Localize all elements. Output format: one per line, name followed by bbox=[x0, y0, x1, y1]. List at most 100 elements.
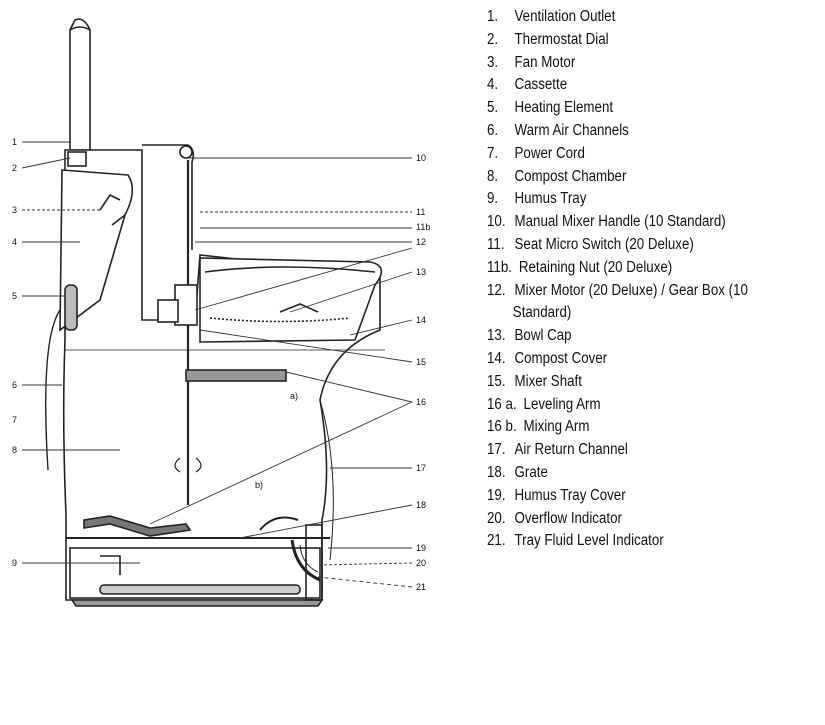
legend-item: 18. Grate bbox=[487, 462, 822, 485]
callout-14: 14 bbox=[416, 315, 426, 325]
legend-item-continuation: Standard) bbox=[487, 302, 825, 325]
legend-label: Air Return Channel bbox=[514, 441, 628, 459]
callout-7: 7 bbox=[12, 415, 17, 425]
legend-label: Cassette bbox=[514, 76, 568, 94]
legend-number: 1. bbox=[487, 8, 499, 25]
legend-item: 9. Humus Tray bbox=[487, 188, 822, 211]
legend-label: Tray Fluid Level Indicator bbox=[514, 532, 664, 550]
legend-number: 11b. bbox=[487, 258, 512, 276]
legend-item: 11. Seat Micro Switch (20 Deluxe) bbox=[487, 234, 822, 257]
legend-label: Heating Element bbox=[514, 99, 614, 117]
legend-item: 21. Tray Fluid Level Indicator bbox=[487, 530, 822, 553]
legend-number: 16 b. bbox=[487, 418, 517, 436]
legend-item: 14. Compost Cover bbox=[487, 348, 822, 371]
callout-10: 10 bbox=[416, 153, 426, 163]
legend-number: 2. bbox=[487, 30, 499, 48]
legend-number: 3. bbox=[487, 53, 499, 71]
callout-15: 15 bbox=[416, 357, 426, 367]
legend-label: Thermostat Dial bbox=[514, 30, 609, 48]
legend-item: 19. Humus Tray Cover bbox=[487, 485, 822, 508]
legend-label: Humus Tray bbox=[514, 190, 587, 208]
callout-6: 6 bbox=[12, 380, 17, 390]
legend-number: 19. bbox=[487, 486, 506, 504]
legend-label: Compost Chamber bbox=[514, 167, 627, 185]
legend-item: 11b. Retaining Nut (20 Deluxe) bbox=[487, 257, 822, 280]
legend-number: 18. bbox=[487, 463, 506, 481]
legend-item: 4. Cassette bbox=[487, 74, 822, 97]
legend-number: 12. bbox=[487, 281, 506, 299]
legend-label: Compost Cover bbox=[514, 349, 608, 367]
legend-item: 7. Power Cord bbox=[487, 143, 822, 166]
callout-9: 9 bbox=[12, 558, 17, 568]
legend-number: 17. bbox=[487, 441, 506, 459]
callout-b: b) bbox=[255, 480, 263, 490]
callout-5: 5 bbox=[12, 291, 17, 301]
legend-number: 13. bbox=[487, 327, 506, 345]
toilet-cross-section-diagram: 1 2 3 4 5 6 7 8 9 10 11 11b 12 13 14 15 … bbox=[12, 18, 430, 607]
legend-number: 11. bbox=[487, 235, 505, 253]
legend-item: 5. Heating Element bbox=[487, 97, 822, 120]
callout-13: 13 bbox=[416, 267, 426, 277]
legend-label: Mixer Shaft bbox=[514, 372, 582, 390]
callout-16: 16 bbox=[416, 397, 426, 407]
legend-label: Manual Mixer Handle (10 Standard) bbox=[514, 213, 726, 231]
legend-item: 3. Fan Motor bbox=[487, 52, 822, 75]
legend-item: 12. Mixer Motor (20 Deluxe) / Gear Box (1… bbox=[487, 280, 822, 303]
compost-cover bbox=[199, 257, 383, 343]
callout-21: 21 bbox=[416, 582, 426, 592]
callout-19: 19 bbox=[416, 543, 426, 553]
legend-label: Bowl Cap bbox=[514, 327, 572, 345]
legend-number: 4. bbox=[487, 76, 499, 94]
legend-number: 5. bbox=[487, 99, 499, 117]
legend-item: 13. Bowl Cap bbox=[487, 325, 822, 348]
legend-label: Warm Air Channels bbox=[514, 121, 629, 139]
legend-number: 8. bbox=[487, 167, 499, 185]
legend-number: 7. bbox=[487, 144, 499, 162]
callout-8: 8 bbox=[12, 445, 17, 455]
legend-item: 16 a.Leveling Arm bbox=[487, 394, 822, 417]
legend-label: Fan Motor bbox=[514, 53, 576, 71]
legend-label: Power Cord bbox=[514, 144, 585, 162]
legend-label: Retaining Nut (20 Deluxe) bbox=[518, 258, 673, 276]
legend-label: Seat Micro Switch (20 Deluxe) bbox=[514, 235, 694, 253]
callout-18: 18 bbox=[416, 500, 426, 510]
legend-item: 6.Warm Air Channels bbox=[487, 120, 822, 143]
callout-20: 20 bbox=[416, 558, 426, 568]
callout-3: 3 bbox=[12, 205, 17, 215]
ventilation-pipe bbox=[69, 18, 91, 151]
air-return-channel bbox=[319, 399, 334, 561]
legend-item: 2. Thermostat Dial bbox=[487, 29, 822, 52]
callout-11: 11 bbox=[416, 207, 425, 217]
legend-number: 21. bbox=[487, 532, 506, 550]
parts-legend: 1. Ventilation Outlet 2. Thermostat Dial 3. F… bbox=[487, 6, 822, 553]
callout-4: 4 bbox=[12, 237, 17, 247]
legend-item: 10. Manual Mixer Handle (10 Standard) bbox=[487, 211, 822, 234]
legend-item: 20. Overflow Indicator bbox=[487, 508, 822, 531]
legend-item: 1. Ventilation Outlet bbox=[487, 6, 822, 29]
legend-item: 8. Compost Chamber bbox=[487, 166, 822, 189]
mixing-arm bbox=[83, 515, 192, 537]
callout-a: a) bbox=[290, 391, 298, 401]
legend-number: 15. bbox=[487, 372, 506, 390]
legend-item: 16 b. Mixing Arm bbox=[487, 416, 822, 439]
legend-number: 16 a. bbox=[487, 395, 517, 413]
legend-label: Humus Tray Cover bbox=[514, 486, 626, 504]
power-cord bbox=[45, 309, 61, 471]
legend-label: Mixer Motor (20 Deluxe) / Gear Box (10 bbox=[514, 281, 748, 299]
legend-label-continuation: Standard) bbox=[512, 304, 572, 322]
legend-number: 9. bbox=[487, 190, 499, 208]
legend-item: 15. Mixer Shaft bbox=[487, 371, 822, 394]
legend-number: 14. bbox=[487, 349, 506, 367]
legend-label: Ventilation Outlet bbox=[514, 8, 616, 25]
legend-number: 20. bbox=[487, 509, 506, 527]
callout-1: 1 bbox=[12, 137, 17, 147]
legend-item: 17. Air Return Channel bbox=[487, 439, 822, 462]
legend-label: Mixing Arm bbox=[523, 418, 590, 436]
top-housing bbox=[142, 144, 195, 250]
callout-11b: 11b bbox=[416, 222, 430, 232]
legend-label: Overflow Indicator bbox=[514, 509, 622, 527]
leveling-arm bbox=[185, 369, 287, 382]
callout-17: 17 bbox=[416, 463, 426, 473]
legend-number: 10. bbox=[487, 213, 506, 231]
legend-label: Grate bbox=[514, 463, 548, 481]
